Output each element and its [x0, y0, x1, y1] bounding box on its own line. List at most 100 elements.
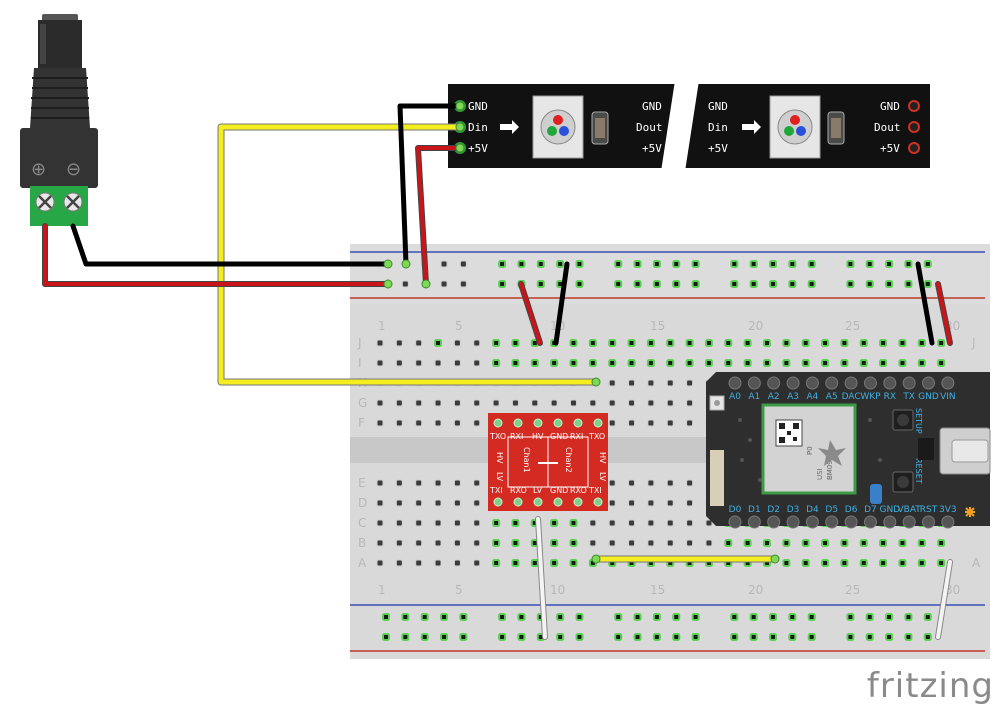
breadboard-hole	[401, 613, 410, 621]
breadboard-hole	[395, 539, 403, 547]
breadboard-hole	[691, 613, 700, 621]
shifter-side-lv: LV	[495, 472, 504, 482]
breadboard-hole	[769, 633, 777, 641]
breadboard-hole	[904, 613, 913, 621]
breadboard-hole	[608, 519, 616, 527]
breadboard-hole	[885, 280, 894, 288]
pad-gnd-out	[908, 100, 920, 112]
breadboard-hole	[608, 359, 617, 367]
breadboard-hole	[904, 280, 913, 288]
breadboard-hole	[730, 633, 739, 641]
photon-pin-label: GND	[918, 392, 939, 402]
breadboard-hole	[536, 260, 545, 268]
breadboard-hole	[550, 359, 559, 367]
black-jumper-photon-gnd	[915, 261, 935, 346]
breadboard-hole	[415, 499, 423, 507]
led-strip: GND Din +5V GND Dout +5V GND Din +5V	[448, 74, 930, 178]
breadboard-hole	[614, 633, 623, 641]
breadboard-hole	[588, 339, 597, 347]
breadboard-hole	[898, 539, 907, 547]
col-number-bottom: 20	[748, 583, 763, 597]
breadboard-hole	[608, 399, 616, 407]
breadboard-hole	[420, 633, 429, 641]
breadboard-hole	[434, 519, 442, 527]
breadboard-hole	[647, 519, 655, 527]
photon-pin-label: A5	[826, 392, 838, 402]
breadboard-hole	[473, 359, 481, 367]
breadboard-hole	[846, 633, 855, 641]
breadboard-hole	[937, 359, 946, 367]
breadboard-hole	[672, 280, 681, 288]
row-letter: A	[972, 556, 981, 570]
breadboard-hole	[453, 499, 461, 507]
red-jumper-vin	[936, 282, 952, 345]
breadboard-hole	[415, 559, 423, 567]
breadboard-hole	[415, 399, 423, 407]
minus-symbol: ⊖	[66, 159, 81, 180]
row-letter: B	[358, 536, 366, 550]
breadboard-hole	[691, 280, 700, 288]
breadboard-hole	[530, 559, 539, 567]
photon-header-pin	[863, 376, 877, 390]
breadboard-hole	[647, 479, 655, 487]
breadboard-hole	[666, 519, 674, 527]
breadboard-hole	[453, 359, 461, 367]
module-text: BM09	[826, 460, 834, 480]
breadboard-hole	[492, 539, 501, 547]
breadboard-hole	[376, 499, 384, 507]
breadboard-hole	[865, 613, 874, 621]
breadboard-hole	[550, 519, 559, 527]
photon-header-pin	[767, 515, 781, 529]
breadboard-hole	[821, 559, 830, 567]
breadboard-hole	[395, 419, 403, 427]
breadboard-hole	[453, 479, 461, 487]
breadboard-hole	[652, 260, 661, 268]
shifter-label-bottom: RXO	[510, 486, 527, 495]
shifter-label-top: GND	[550, 432, 568, 441]
particle-logo-icon	[818, 440, 846, 466]
shifter-side-hv: HV	[598, 452, 607, 464]
breadboard-hole	[782, 359, 791, 367]
col-number-bottom: 1	[378, 583, 386, 597]
breadboard-hole	[788, 633, 797, 641]
photon-header-pin	[825, 515, 839, 529]
breadboard-hole	[807, 280, 816, 288]
breadboard-hole	[492, 399, 500, 407]
photon-header-pin	[902, 515, 916, 529]
breadboard-hole	[588, 359, 597, 367]
breadboard-hole	[788, 280, 797, 288]
photon-pin-label: RST	[920, 505, 938, 515]
dc-barrel-jack: ⊕ ⊖	[20, 14, 98, 226]
breadboard-hole	[614, 260, 623, 268]
breadboard-hole	[763, 339, 771, 347]
breadboard-hole	[569, 559, 578, 567]
breadboard-hole	[628, 399, 636, 407]
breadboard-hole	[801, 359, 810, 367]
breadboard-hole	[647, 419, 655, 427]
breadboard-hole	[666, 359, 675, 367]
breadboard-hole	[724, 359, 733, 367]
breadboard-hole	[492, 559, 501, 567]
breadboard-hole	[550, 559, 559, 567]
breadboard-hole	[589, 399, 597, 407]
breadboard-hole	[865, 260, 874, 268]
breadboard-hole	[628, 519, 636, 527]
photon-header-pin	[786, 376, 800, 390]
shifter-side-hv: HV	[495, 452, 504, 464]
breadboard-hole	[498, 280, 507, 288]
row-letter: F	[358, 416, 365, 430]
strip-segment-2: GND Din +5V GND Dout +5V	[708, 95, 920, 159]
module-text: USI	[816, 468, 824, 480]
module-text: P0	[806, 446, 814, 455]
plus-symbol: ⊕	[31, 159, 46, 180]
breadboard-hole	[937, 339, 946, 347]
photon-pin-label: A1	[748, 392, 760, 402]
breadboard-hole	[666, 419, 674, 427]
photon-pin-label: D2	[767, 505, 780, 515]
breadboard-hole	[517, 613, 526, 621]
breadboard-hole	[672, 633, 681, 641]
col-number-top: 5	[455, 319, 463, 333]
photon-header-pin	[922, 376, 935, 390]
shifter-chan1: Chan1	[522, 447, 531, 473]
